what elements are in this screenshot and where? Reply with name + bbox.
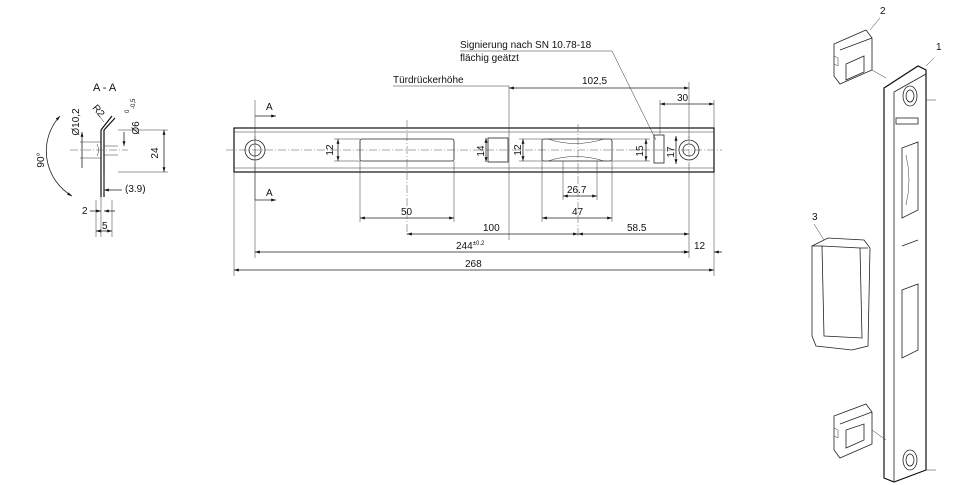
thickness-ref-label: (3.9) xyxy=(125,184,146,195)
angle-label: 90° xyxy=(36,152,47,167)
iso-strike-plate: 1 xyxy=(883,42,942,483)
dim-30: 30 xyxy=(677,93,689,104)
dim-58-5: 58.5 xyxy=(627,223,647,234)
bolt-opening xyxy=(487,137,509,163)
deadbolt-opening xyxy=(541,138,613,162)
signature-note-line2: flächig geätzt xyxy=(460,53,519,64)
dia-big-label: Ø10,2 xyxy=(71,108,82,136)
mount-hole-right xyxy=(678,136,700,164)
dim-244-value: 244 xyxy=(456,241,473,252)
offset-2-label: 2 xyxy=(82,206,88,217)
iso-strike-box: 3 xyxy=(811,212,871,351)
dim-14: 14 xyxy=(476,145,487,157)
iso-bottom-insert xyxy=(833,403,887,459)
part-1-label: 1 xyxy=(936,42,942,53)
dim-244-tolerance: ±0.2 xyxy=(473,241,485,247)
dim-50: 50 xyxy=(401,207,413,218)
handle-height-label: Türdrückerhöhe xyxy=(393,75,464,86)
part-3-label: 3 xyxy=(812,212,818,223)
cut-label-top: A xyxy=(266,102,273,113)
part-2-label: 2 xyxy=(880,6,886,17)
dim-17: 17 xyxy=(666,146,677,158)
iso-signature-mark xyxy=(895,117,919,125)
section-view: A - A 90° Ø10,2 R2 Ø6 0 -0,5 xyxy=(36,82,168,237)
cut-label-bottom: A xyxy=(266,188,273,199)
radius-label: R2 xyxy=(90,103,107,120)
dim-12-right: 12 xyxy=(694,241,706,252)
dia-small-tol-lower: -0,5 xyxy=(131,98,137,109)
dim-26-7: 26.7 xyxy=(567,185,587,196)
dim-12-left: 12 xyxy=(325,144,336,156)
dim-12-mid: 12 xyxy=(513,144,524,156)
dia-small-tol-upper: 0 xyxy=(125,109,131,113)
dim-100: 100 xyxy=(483,223,500,234)
dim-15: 15 xyxy=(635,145,646,157)
section-title: A - A xyxy=(93,82,117,94)
dia-small-label: Ø6 xyxy=(131,121,142,135)
signature-mark xyxy=(653,134,665,164)
dim-102-5: 102,5 xyxy=(582,76,607,87)
height-label: 24 xyxy=(150,147,161,159)
dim-244: 244±0.2 xyxy=(456,241,485,252)
signature-note-line1: Signierung nach SN 10.78-18 xyxy=(460,40,592,51)
iso-top-insert: 2 xyxy=(833,6,887,85)
front-view: A A Signierung nach SN 10.78-18 flächig … xyxy=(226,40,722,276)
offset-5-label: 5 xyxy=(102,221,108,232)
dim-268: 268 xyxy=(465,259,482,270)
dim-47: 47 xyxy=(572,207,584,218)
iso-view: 1 2 3 xyxy=(811,6,942,483)
